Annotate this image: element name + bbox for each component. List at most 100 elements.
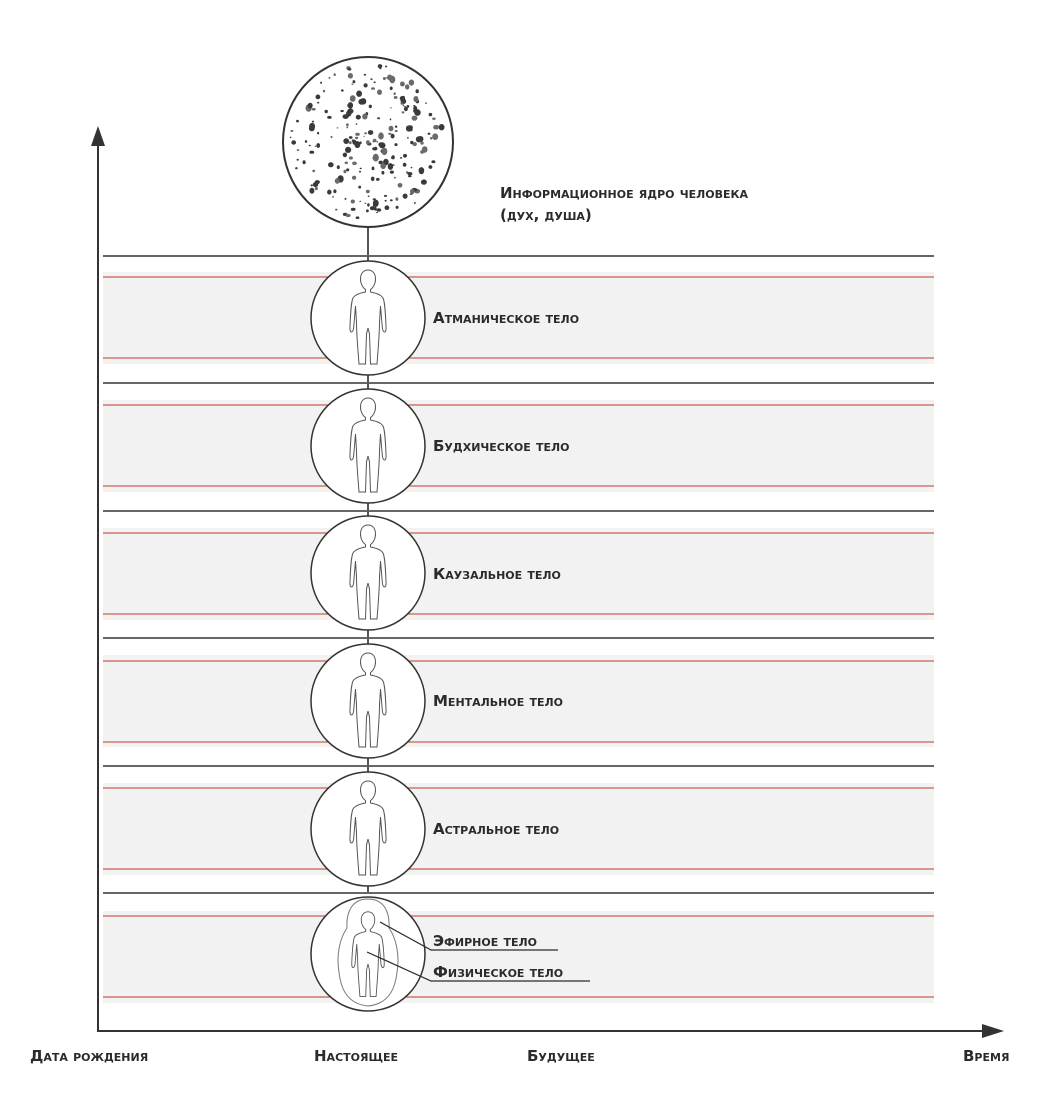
core-speck bbox=[317, 101, 320, 104]
core-speck bbox=[405, 84, 410, 90]
core-speck bbox=[389, 118, 392, 121]
core-speck bbox=[380, 163, 387, 170]
core-speck bbox=[427, 132, 431, 135]
core-speck bbox=[399, 156, 403, 159]
core-speck bbox=[347, 68, 352, 71]
core-speck bbox=[335, 208, 338, 211]
core-speck bbox=[362, 113, 368, 120]
core-speck bbox=[295, 167, 298, 170]
core-speck bbox=[428, 112, 433, 117]
core-speck bbox=[346, 123, 349, 126]
core-speck bbox=[309, 122, 316, 130]
core-speck bbox=[431, 160, 436, 164]
core-speck bbox=[371, 166, 375, 171]
core-speck bbox=[352, 175, 357, 180]
core-speck bbox=[372, 138, 377, 143]
core-speck bbox=[395, 197, 399, 201]
core-speck bbox=[401, 111, 405, 114]
core-speck bbox=[345, 146, 352, 153]
core-speck bbox=[348, 136, 353, 139]
core-speck bbox=[381, 147, 388, 156]
core-speck bbox=[407, 136, 409, 139]
core-speck bbox=[347, 108, 354, 114]
core-speck bbox=[413, 108, 419, 114]
birth-date-label: Дата рождения bbox=[30, 1047, 148, 1065]
core-speck bbox=[363, 73, 367, 76]
core-speck bbox=[352, 161, 357, 166]
core-speck bbox=[359, 200, 362, 202]
core-speck bbox=[379, 142, 386, 149]
core-speck bbox=[358, 98, 365, 105]
core-speck bbox=[336, 127, 339, 129]
core-speck bbox=[359, 167, 362, 170]
core-speck bbox=[420, 141, 424, 145]
core-speck bbox=[346, 126, 349, 129]
core-speck bbox=[320, 81, 323, 84]
core-speck bbox=[375, 211, 379, 214]
core-speck bbox=[307, 102, 313, 109]
core-label-line1: Информационное ядро человека bbox=[500, 184, 748, 202]
body-label: Каузальное тело bbox=[433, 565, 561, 583]
body-label: Ментальное тело bbox=[433, 692, 563, 710]
core-speck bbox=[367, 130, 374, 135]
core-speck bbox=[328, 77, 331, 79]
core-speck bbox=[376, 208, 382, 212]
core-speck bbox=[355, 114, 361, 120]
core-speck bbox=[344, 161, 348, 165]
core-speck bbox=[404, 106, 406, 108]
core-speck bbox=[390, 157, 393, 159]
core-speck bbox=[403, 153, 407, 158]
core-speck bbox=[373, 81, 376, 84]
core-speck bbox=[351, 83, 354, 85]
core-speck bbox=[345, 213, 351, 218]
band-fill bbox=[103, 400, 934, 492]
core-speck bbox=[425, 102, 427, 105]
core-speck bbox=[324, 109, 328, 114]
core-speck bbox=[412, 142, 417, 147]
core-speck bbox=[366, 209, 369, 213]
core-speck bbox=[365, 189, 370, 194]
core-speck bbox=[400, 81, 405, 87]
core-speck bbox=[406, 105, 410, 108]
core-speck bbox=[433, 124, 440, 130]
core-speck bbox=[415, 89, 419, 94]
core-speck bbox=[410, 140, 414, 145]
core-speck bbox=[364, 132, 367, 135]
core-speck bbox=[432, 117, 436, 120]
core-speck bbox=[377, 64, 383, 69]
core-speck bbox=[350, 207, 356, 211]
core-speck bbox=[304, 140, 308, 143]
core-speck bbox=[364, 202, 367, 204]
core-speck bbox=[334, 178, 340, 184]
core-speck bbox=[355, 132, 360, 136]
present-label: Настоящее bbox=[314, 1047, 398, 1065]
core-speck bbox=[393, 96, 398, 99]
core-speck bbox=[389, 86, 393, 91]
band-physical: Эфирное тело Физическое тело bbox=[103, 892, 934, 1012]
core-speck bbox=[309, 150, 315, 154]
core-speck bbox=[373, 206, 377, 211]
core-speck bbox=[371, 87, 375, 90]
core-speck bbox=[378, 160, 383, 165]
future-label: Будущее bbox=[527, 1047, 595, 1065]
core-speck bbox=[311, 107, 316, 111]
information-core bbox=[282, 56, 454, 228]
physical-pointer bbox=[366, 951, 590, 982]
core-speck bbox=[359, 141, 362, 145]
band-fill bbox=[103, 655, 934, 747]
core-speck bbox=[309, 187, 315, 194]
core-label-line2: (дух, душа) bbox=[500, 206, 592, 224]
band-mental: Ментальное тело bbox=[103, 637, 934, 766]
core-speck bbox=[336, 165, 340, 170]
core-speck bbox=[407, 172, 413, 176]
core-speck bbox=[349, 95, 356, 102]
core-speck bbox=[348, 141, 352, 145]
core-speck bbox=[312, 182, 319, 188]
band-astral: Астральное тело bbox=[103, 765, 934, 893]
core-speck bbox=[400, 95, 405, 99]
band-buddhic: Будхическое тело bbox=[103, 382, 934, 511]
core-speck bbox=[355, 136, 359, 140]
core-speck bbox=[314, 145, 317, 148]
core-speck bbox=[402, 193, 408, 199]
core-speck bbox=[432, 133, 439, 140]
